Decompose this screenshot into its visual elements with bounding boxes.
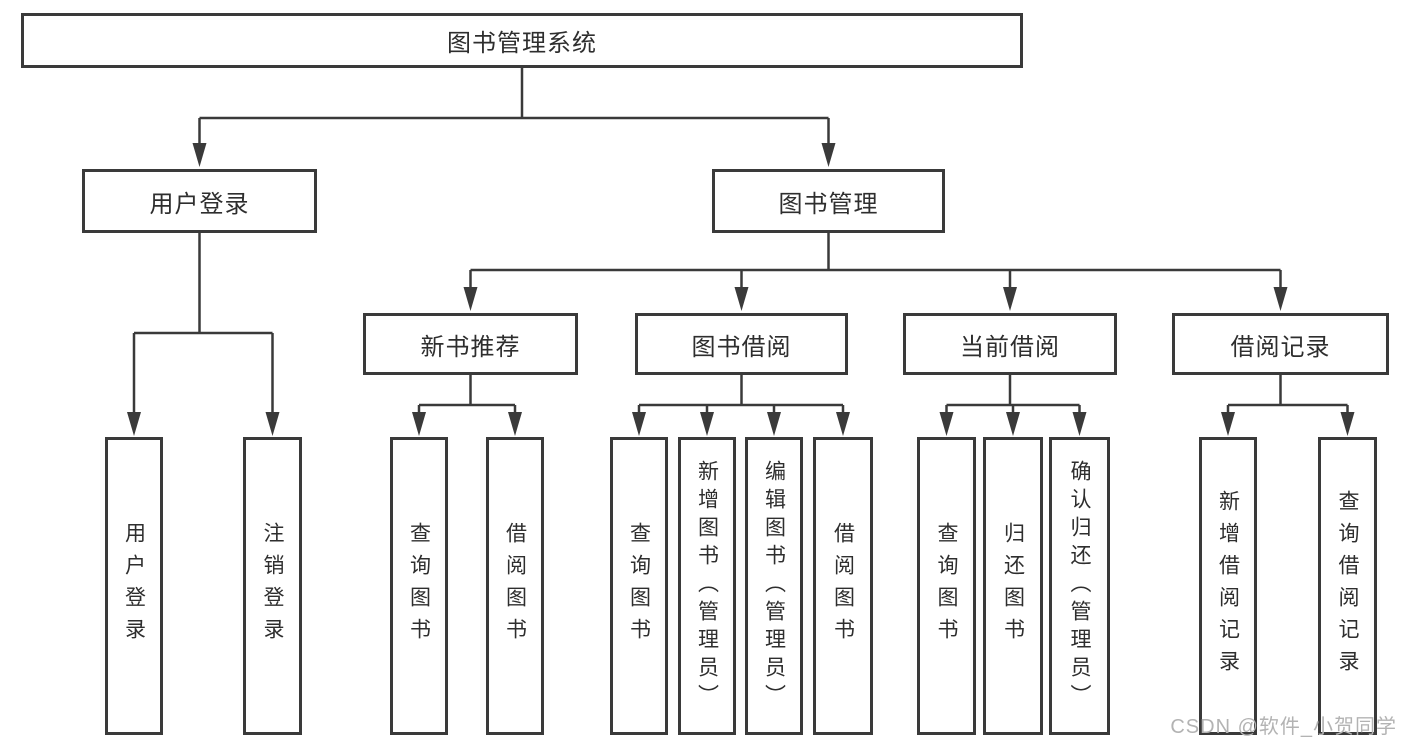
leaf-add-borrow-record: 新增借阅记录: [1199, 437, 1257, 735]
node-label: 查询图书: [627, 522, 651, 650]
arrow-icon: [821, 143, 836, 167]
arrow-icon: [1221, 412, 1235, 436]
arrow-icon: [1072, 412, 1087, 436]
arrow-icon: [127, 412, 141, 436]
node-label: 当前借阅: [960, 333, 1060, 361]
arrow-icon: [734, 287, 749, 311]
node-label: 编辑图书（管理员）: [762, 460, 786, 712]
arrow-icon: [836, 412, 850, 436]
node-label: 查询图书: [935, 522, 958, 650]
node-book-management: 图书管理: [712, 169, 945, 233]
leaf-confirm-return-admin: 确认归还（管理员）: [1049, 437, 1110, 735]
leaf-return-book: 归还图书: [983, 437, 1043, 735]
node-root: 图书管理系统: [21, 13, 1023, 68]
node-label: 查询借阅记录: [1336, 490, 1359, 682]
leaf-logout: 注销登录: [243, 437, 302, 735]
node-book-borrow: 图书借阅: [635, 313, 848, 375]
node-label: 用户登录: [149, 190, 250, 218]
leaf-user-login: 用户登录: [105, 437, 163, 735]
node-label: 图书管理系统: [447, 30, 597, 57]
leaf-query-borrow-record: 查询借阅记录: [1318, 437, 1377, 735]
arrow-icon: [412, 412, 426, 436]
csdn-watermark: CSDN @软件_小贺同学: [1170, 716, 1397, 738]
node-label: 借阅记录: [1230, 333, 1331, 361]
node-user-login: 用户登录: [82, 169, 317, 233]
leaf-query-books-newbook: 查询图书: [390, 437, 448, 735]
node-label: 新增借阅记录: [1216, 490, 1240, 682]
node-label: 新增图书（管理员）: [695, 460, 719, 712]
node-label: 借阅图书: [831, 522, 855, 650]
arrow-icon: [700, 412, 714, 436]
arrow-icon: [1340, 412, 1355, 436]
arrow-icon: [1006, 412, 1020, 436]
node-label: 确认归还（管理员）: [1068, 460, 1091, 712]
arrow-heads: [127, 143, 1355, 436]
node-label: 新书推荐: [420, 333, 521, 361]
arrow-icon: [632, 412, 646, 436]
leaf-borrow-books-newbook: 借阅图书: [486, 437, 544, 735]
arrow-icon: [463, 287, 478, 311]
node-current-borrow: 当前借阅: [903, 313, 1117, 375]
leaf-query-books-current: 查询图书: [917, 437, 976, 735]
node-label: 归还图书: [1001, 522, 1025, 650]
node-label: 查询图书: [407, 522, 431, 650]
leaf-edit-book-admin: 编辑图书（管理员）: [745, 437, 803, 735]
node-borrow-record: 借阅记录: [1172, 313, 1389, 375]
arrow-icon: [508, 412, 522, 436]
node-label: 图书管理: [778, 190, 879, 218]
arrow-icon: [1273, 287, 1288, 311]
arrow-icon: [767, 412, 781, 436]
arrow-icon: [939, 412, 954, 436]
arrow-icon: [1003, 287, 1017, 311]
arrow-icon: [192, 143, 207, 167]
arrow-icon: [265, 412, 280, 436]
node-label: 用户登录: [122, 522, 146, 650]
leaf-borrow-books-borrow: 借阅图书: [813, 437, 873, 735]
leaf-add-book-admin: 新增图书（管理员）: [678, 437, 736, 735]
node-label: 图书借阅: [691, 333, 792, 361]
node-label: 注销登录: [261, 522, 284, 650]
node-new-book-recommend: 新书推荐: [363, 313, 578, 375]
node-label: 借阅图书: [503, 522, 527, 650]
leaf-query-books-borrow: 查询图书: [610, 437, 668, 735]
